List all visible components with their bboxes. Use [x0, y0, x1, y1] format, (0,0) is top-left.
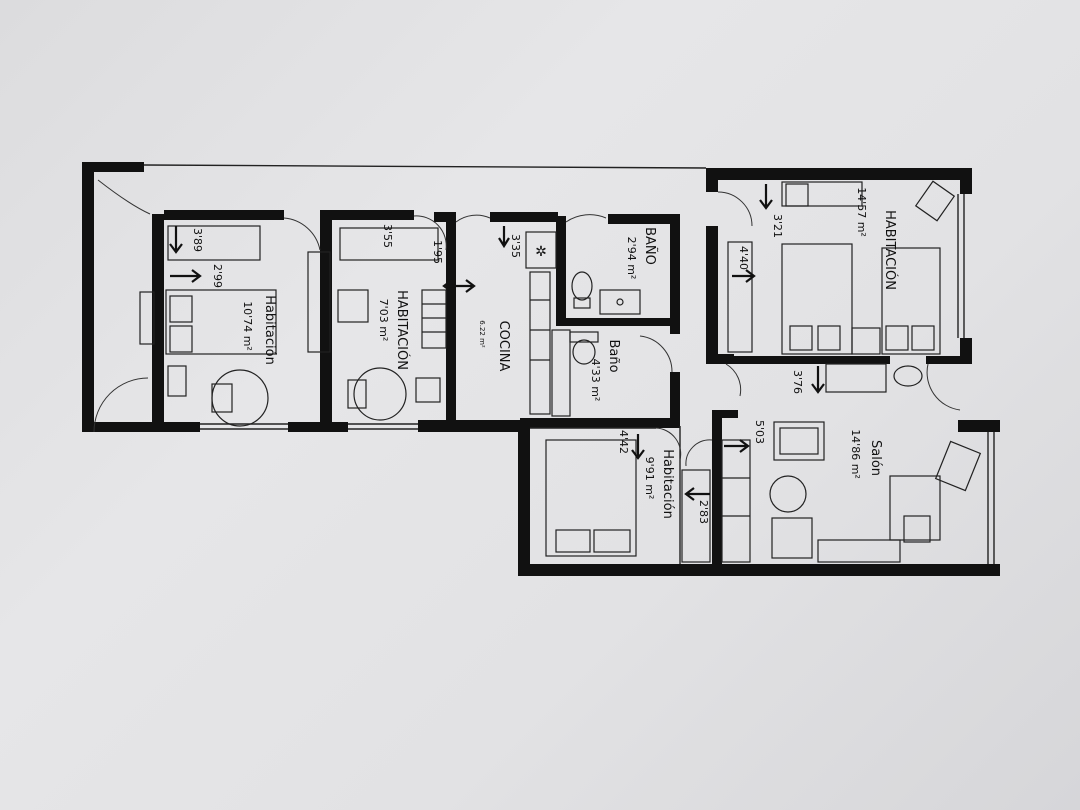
salon-area: 14'86 m² [849, 429, 862, 479]
bano-2-name: Baño [606, 339, 621, 372]
cocina-area: 6.22 m² [478, 320, 486, 348]
habitacion-4-area: 9'91 m² [643, 457, 656, 500]
habitacion-1-area: 10'74 m² [241, 301, 254, 351]
measure-440: 4'40 [737, 246, 750, 270]
measure-321: 3'21 [771, 214, 784, 238]
furniture: ✲ [139, 180, 982, 563]
measure-389: 3'89 [191, 228, 204, 252]
room-labels: Habitación 10'74 m² HABITACIÓN 7'03 m² C… [241, 187, 898, 519]
measurement-arrows [169, 184, 825, 501]
bano-1-area: 2'94 m² [625, 237, 638, 280]
exterior-walls [82, 162, 1000, 576]
measure-355: 3'55 [381, 224, 394, 248]
door-swings [93, 179, 961, 467]
habitacion-2-name: HABITACIÓN [394, 290, 410, 370]
interior-walls [152, 210, 972, 566]
bano-1-name: BAÑO [642, 227, 658, 265]
measure-195: 1'95 [431, 240, 444, 264]
habitacion-3-name: HABITACIÓN [882, 210, 898, 290]
measure-283: 2'83 [697, 500, 710, 524]
measure-442: 4'42 [617, 430, 630, 454]
habitacion-4-name: Habitación [660, 449, 675, 519]
measure-376: 3'76 [791, 370, 804, 394]
measure-299: 2'99 [211, 264, 224, 288]
habitacion-3-area: 14'57 m² [855, 187, 868, 237]
bano-2-area: 4'33 m² [589, 359, 602, 402]
windows [200, 423, 418, 430]
measurement-labels: 3'89 2'99 3'55 1'95 3'35 3'21 4'40 3'76 … [191, 214, 804, 524]
measure-335: 3'35 [509, 234, 522, 258]
svg-text:✲: ✲ [535, 244, 547, 260]
cocina-name: COCINA [496, 321, 511, 372]
habitacion-1-name: Habitación [262, 295, 277, 365]
measure-503: 5'03 [753, 420, 766, 444]
salon-name: Salón [868, 440, 883, 476]
habitacion-2-area: 7'03 m² [377, 299, 390, 342]
